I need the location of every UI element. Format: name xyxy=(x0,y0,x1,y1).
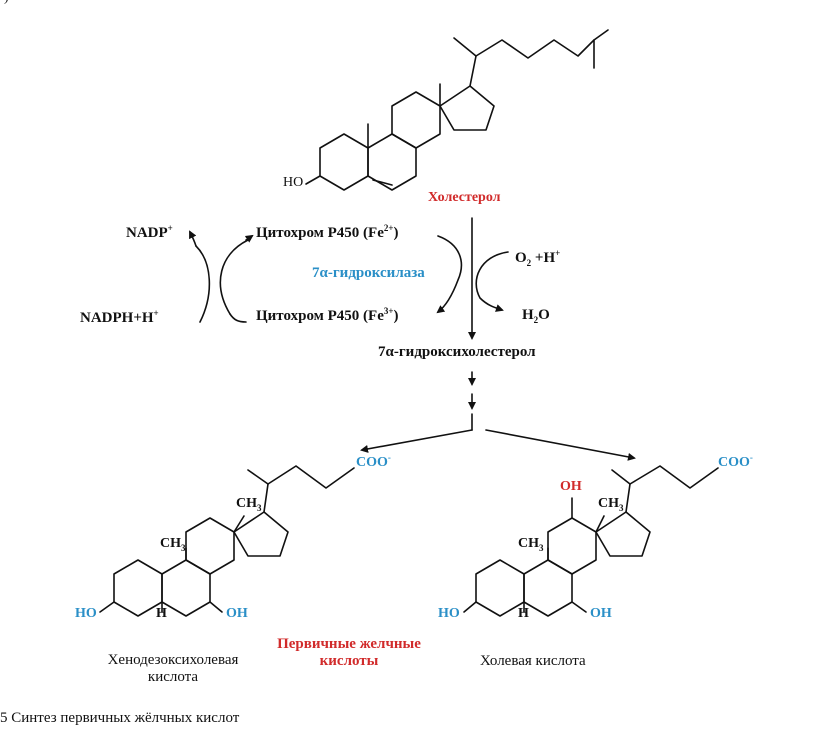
left-ho-label: HO xyxy=(75,606,97,621)
cholesterol-ho-label: HO xyxy=(283,175,304,190)
right-ch3-upper: CH3 xyxy=(598,496,624,513)
cholesterol-structure xyxy=(305,29,609,191)
water-label: H2O xyxy=(522,307,550,325)
left-oh-label: OH xyxy=(226,606,248,621)
figure-caption: 5 Синтез первичных жёлчных кислот xyxy=(0,710,240,726)
right-coo-label: COO- xyxy=(718,452,753,470)
nadp-label: NADP+ xyxy=(126,223,173,242)
page-fragment: ) xyxy=(4,0,9,6)
left-h-label: H xyxy=(156,606,167,621)
hydroxycholesterol-name: 7α-гидроксихолестерол xyxy=(378,344,536,360)
cytochrome-fe2-label: Цитохром Р450 (Fe2+) xyxy=(256,223,399,242)
cytochrome-fe3-label: Цитохром Р450 (Fe3+) xyxy=(256,306,399,325)
primary-bile-acids-label: Первичные желчные кислоты xyxy=(277,636,421,669)
right-oh-top-label: OH xyxy=(560,479,582,494)
cholic-acid-structure xyxy=(463,465,719,617)
chenodeoxycholic-acid-structure xyxy=(99,465,355,617)
oxygen-proton-label: O2 +H+ xyxy=(515,248,561,268)
right-ho-label: HO xyxy=(438,606,460,621)
enzyme-name: 7α-гидроксилаза xyxy=(312,265,425,281)
chenodeoxycholic-acid-name: Хенодезоксихолевая кислота xyxy=(107,652,239,685)
left-coo-label: COO- xyxy=(356,452,391,470)
right-h-label: H xyxy=(518,606,529,621)
left-ch3-upper: CH3 xyxy=(236,496,262,513)
left-ch3-lower: CH3 xyxy=(160,536,186,553)
cholesterol-name: Холестерол xyxy=(428,190,501,205)
nadph-label: NADPH+H+ xyxy=(80,308,159,327)
right-ch3-lower: CH3 xyxy=(518,536,544,553)
right-oh-label: OH xyxy=(590,606,612,621)
reaction-arrows xyxy=(189,217,636,461)
cholic-acid-name: Холевая кислота xyxy=(480,653,586,669)
